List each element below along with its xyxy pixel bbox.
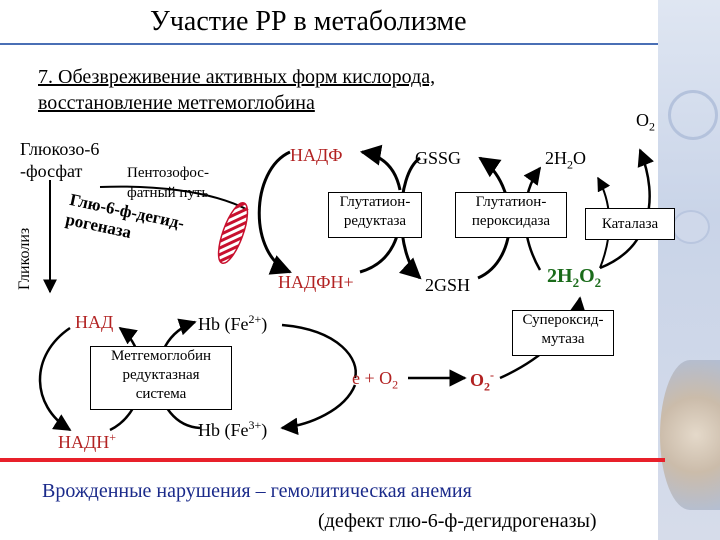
gp-line2: пероксидаза <box>471 213 551 229</box>
hb-fe2-label: Hb (Fe2+) <box>198 312 267 335</box>
nad-cycle-left <box>38 326 72 432</box>
hb-fe2-sup: 2+ <box>248 312 262 326</box>
nadh-sup: + <box>109 430 117 444</box>
hb-cycle-right <box>281 323 357 379</box>
eo2-main: е + O <box>352 368 393 388</box>
superoxide-sup: - <box>490 368 495 382</box>
g6pd-block <box>217 201 249 265</box>
mr-line1: Метгемоглобин <box>110 348 212 364</box>
hb-fe2-end: ) <box>261 314 268 334</box>
gsh-label: 2GSH <box>425 275 471 295</box>
oxygen-sub: 2 <box>649 119 655 134</box>
gr-line2: редуктаза <box>343 213 407 229</box>
superoxide-sub: 2 <box>484 379 491 394</box>
footer-line2: (дефект глю-6-ф-дегидрогеназы) <box>318 510 597 532</box>
ppp-label: Пентозофос- фатный путь <box>127 163 209 203</box>
nadp-label: НАДФ <box>290 145 343 165</box>
cell-illustration <box>660 360 720 510</box>
hb-cycle-right-2 <box>280 384 357 436</box>
peroxide-label: 2H2O2 <box>547 265 601 291</box>
footer-line1: Врожденные нарушения – гемолитическая ан… <box>42 480 472 502</box>
water-main: 2H <box>545 148 567 168</box>
mr-line3: система <box>135 386 187 402</box>
decor-circle <box>668 90 718 140</box>
decorative-sidebar <box>658 0 720 540</box>
ppp-line1: Пентозофос- <box>127 165 209 181</box>
methemoglobin-reductase-box: Метгемоглобин редуктазная система <box>90 346 232 410</box>
superoxide-main: O <box>470 370 485 390</box>
ppp-arrow <box>99 185 249 211</box>
gr-line1: Глутатион- <box>339 194 411 210</box>
nadph-label: НАДФН+ <box>278 272 354 292</box>
g6p-label: Глюкозо-6 -фосфат <box>20 138 99 182</box>
page-title: Участие РР в метаболизме <box>150 6 467 37</box>
ppp-line2: фатный путь <box>127 185 209 201</box>
g6p-line2: -фосфат <box>20 161 83 181</box>
hb-fe3-end: ) <box>261 420 268 440</box>
peroxide-o: O <box>579 265 595 287</box>
gssg-label: GSSG <box>415 148 462 168</box>
hb-fe3-main: Hb (Fe <box>198 420 249 440</box>
mr-line2: редуктазная <box>122 367 200 383</box>
sod-box: Супероксид- мутаза <box>512 310 614 356</box>
section-heading-line1: 7. Обезвреживение активных форм кислород… <box>38 66 436 88</box>
hb-fe3-label: Hb (Fe3+) <box>198 418 267 441</box>
water-label: 2H2O <box>545 148 586 173</box>
hb-fe3-sup: 3+ <box>248 418 262 432</box>
nadp-cycle-top <box>359 144 402 191</box>
peroxide-main: 2H <box>547 265 573 287</box>
water-sub: 2 <box>567 157 573 172</box>
nadh-label: НАДН+ <box>58 430 116 453</box>
oxygen-main: O <box>636 110 649 130</box>
section-heading: 7. Обезвреживение активных форм кислород… <box>38 64 435 116</box>
sod-line1: Супероксид- <box>522 312 604 328</box>
glutathione-reductase-box: Глутатион- редуктаза <box>328 192 422 238</box>
eo2-sub: 2 <box>392 377 399 392</box>
oxygen-label: O2 <box>636 110 655 135</box>
sod-line2: мутаза <box>541 331 585 347</box>
hb-fe2-main: Hb (Fe <box>198 314 249 334</box>
g6p-line1: Глюкозо-6 <box>20 139 100 159</box>
peroxide-sub: 2 <box>572 275 580 290</box>
glutathione-peroxidase-box: Глутатион- пероксидаза <box>455 192 567 238</box>
catalase-box: Каталаза <box>585 208 675 240</box>
nadh-main: НАДН <box>58 432 110 452</box>
nadp-cycle-left <box>257 150 292 275</box>
gp-line1: Глутатион- <box>475 194 547 210</box>
nad-label: НАД <box>75 312 114 332</box>
superoxide-label: O2- <box>470 368 494 395</box>
water-o: O <box>573 148 586 168</box>
section-heading-line2: восстановление метгемоглобина <box>38 92 315 114</box>
glycolysis-label: Гликолиз <box>16 227 33 290</box>
electron-oxygen-label: е + O2 <box>352 368 398 393</box>
peroxide-sub2: 2 <box>594 275 602 290</box>
